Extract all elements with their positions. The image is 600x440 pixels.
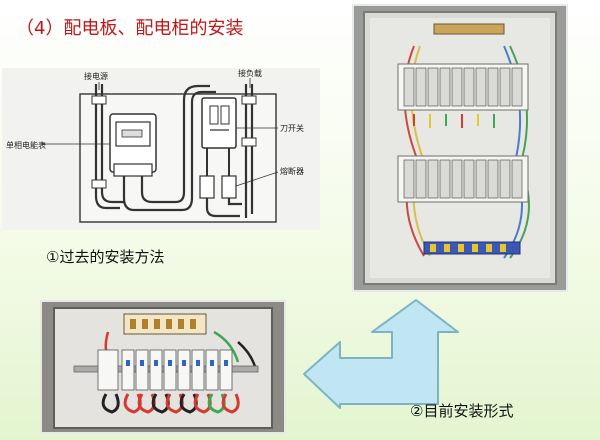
label-load: 接负载 <box>238 68 262 78</box>
caption-current-method: ②目前安装形式 <box>410 402 514 420</box>
fuse-right <box>221 175 237 199</box>
wiring-diagram-svg: 接电源 接负载 单相电能表 刀开关 熔断器 <box>6 68 304 223</box>
label-knife-switch: 刀开关 <box>280 123 304 133</box>
photo-distribution-box <box>352 4 568 292</box>
label-fuse: 熔断器 <box>280 166 304 176</box>
slide-title: （4）配电板、配电柜的安装 <box>16 18 244 39</box>
label-power: 接电源 <box>84 71 108 81</box>
photo-din-rail-breakers <box>40 300 286 434</box>
din-rail-illustration <box>42 302 284 432</box>
caption-past-method: ①过去的安装方法 <box>46 248 165 266</box>
knife-switch-shape <box>201 97 237 149</box>
distribution-box-illustration <box>354 6 566 290</box>
direction-arrow-icon <box>300 296 462 416</box>
label-meter: 单相电能表 <box>6 140 46 150</box>
fuse-left <box>199 175 215 199</box>
wiring-diagram: 接电源 接负载 单相电能表 刀开关 熔断器 <box>2 68 320 230</box>
